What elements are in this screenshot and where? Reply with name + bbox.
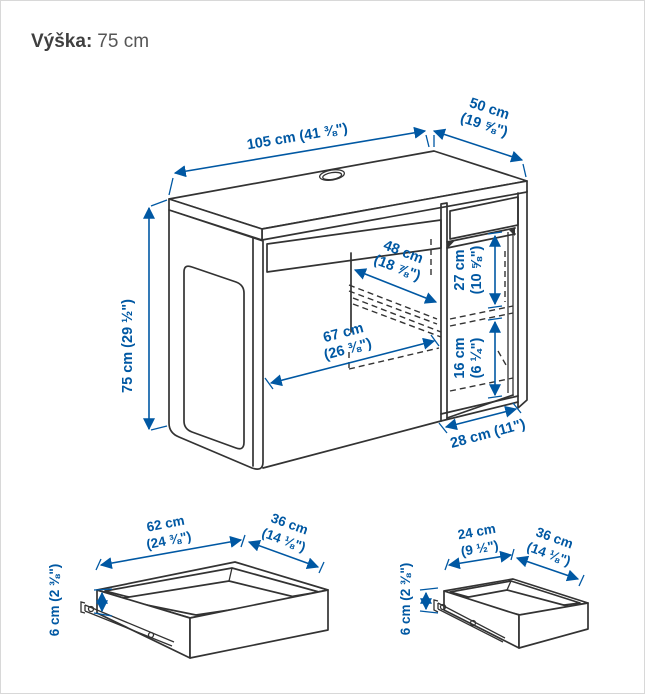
dim-desk-height-label: 75 cm (29 ½") <box>120 299 136 393</box>
cabinet-bottom-edge <box>440 395 519 422</box>
dim-small-drawer-height-label: 6 cm (2 ⅜") <box>398 563 413 635</box>
left-side-panel-cutout <box>183 265 245 450</box>
dim-cabinet-lower-in: (6 ¼") <box>469 337 485 378</box>
cabinet-opening-top <box>446 227 516 249</box>
floor-front-edge <box>262 420 442 469</box>
height-heading-value: 75 cm <box>97 31 150 52</box>
desk-drawing <box>168 150 528 470</box>
small-drawer-drawing <box>433 578 589 649</box>
dim-small-drawer-depth: 36 cm (14 ⅛") <box>515 524 585 587</box>
dim-desk-width-label: 105 cm (41 ⅜") <box>246 121 349 154</box>
dim-knee-depth: 48 cm (18 ⅞") <box>353 238 438 304</box>
dim-small-drawer-width-cm: 24 cm <box>457 521 497 542</box>
height-heading-label: Výška: <box>31 31 93 52</box>
cabinet-corner-mark-left <box>447 240 455 249</box>
dim-small-drawer-width-in: (9 ½") <box>460 538 500 559</box>
cabinet-left-wall <box>440 202 448 422</box>
dim-large-drawer-width-cm: 62 cm <box>145 513 185 535</box>
dim-desk-height: 75 cm (29 ½") <box>120 199 168 431</box>
dim-large-drawer-width: 62 cm (24 ⅜") <box>95 513 246 571</box>
dim-cabinet-upper-in: (10 ⅝") <box>469 245 485 294</box>
large-drawer-drawing <box>80 561 329 659</box>
small-drawer-rail <box>433 599 506 643</box>
dim-small-drawer-width: 24 cm (9 ½") <box>444 521 515 571</box>
small-drawer-front-wall <box>518 602 589 649</box>
dim-large-drawer-height: 6 cm (2 ⅜") <box>47 564 113 636</box>
dim-cabinet-width-label: 28 cm (11") <box>449 416 528 451</box>
dim-cabinet-lower: 16 cm (6 ¼") <box>452 317 503 399</box>
dim-cabinet-upper-cm: 27 cm <box>452 249 468 290</box>
dim-large-drawer-depth: 36 cm (14 ⅛") <box>247 510 325 574</box>
large-drawer-front-wall <box>189 589 329 659</box>
right-side-panel <box>517 190 528 409</box>
height-heading: Výška:75 cm <box>31 31 149 53</box>
dim-desk-depth: 50 cm (19 ⅝") <box>432 95 527 178</box>
dim-large-drawer-height-label: 6 cm (2 ⅜") <box>47 564 62 636</box>
dim-small-drawer-height: 6 cm (2 ⅜") <box>398 563 439 635</box>
dim-cabinet-lower-cm: 16 cm <box>452 337 468 378</box>
dim-cabinet-upper: 27 cm (10 ⅝") <box>452 231 503 309</box>
